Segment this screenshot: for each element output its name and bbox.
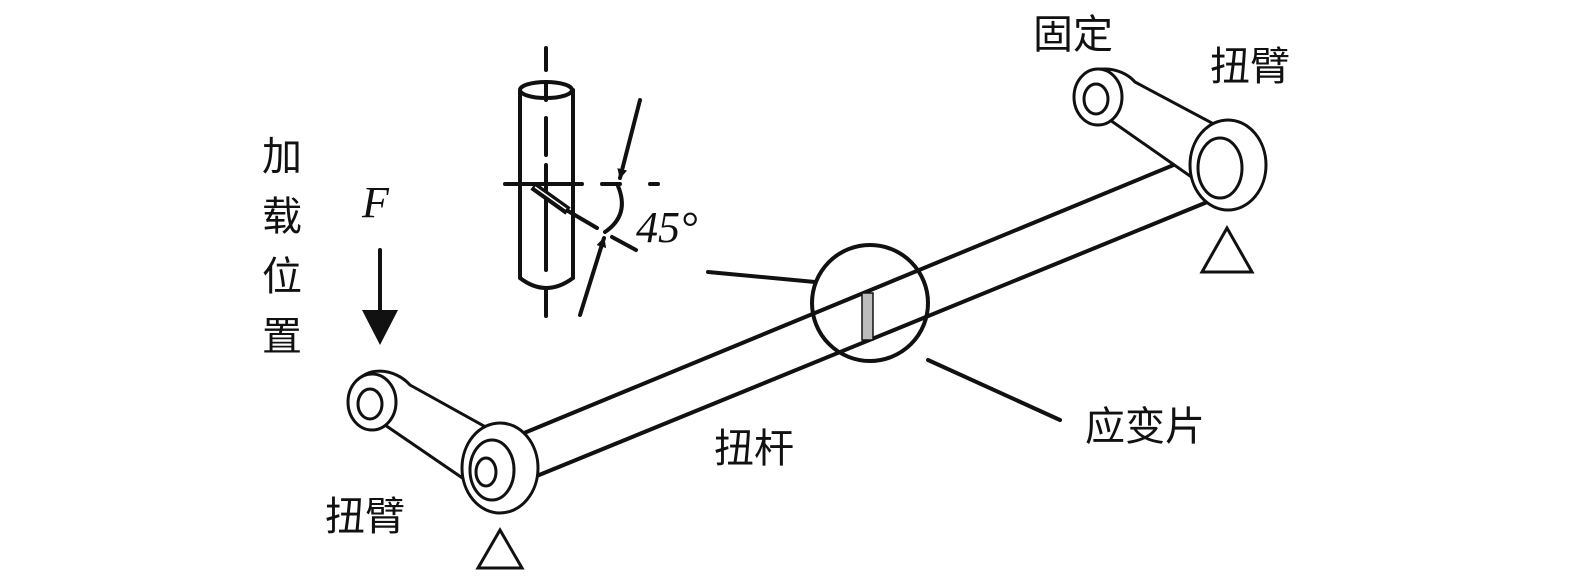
left-support-triangle	[475, 527, 525, 570]
label-strain-gauge: 应变片	[1085, 404, 1205, 450]
label-load-position-2: 载	[262, 194, 302, 240]
label-arm-left: 扭臂	[325, 494, 405, 540]
force-arrow	[362, 248, 398, 345]
label-load-position-1: 加	[262, 134, 302, 180]
strain-gauge	[861, 292, 874, 341]
leader-line-gauge	[926, 358, 1062, 422]
label-angle: 45°	[636, 203, 698, 252]
label-load-position-4: 置	[262, 314, 302, 360]
right-torsion-arm	[1072, 67, 1268, 212]
label-fixed: 固定	[1033, 12, 1113, 58]
label-load-position-3: 位	[262, 254, 302, 300]
label-torsion-bar: 扭杆	[714, 426, 794, 472]
gauge-detail-cylinder	[503, 46, 660, 318]
leader-line-detail	[706, 270, 817, 284]
right-support-triangle	[1199, 224, 1255, 274]
left-torsion-arm	[346, 369, 540, 515]
label-arm-right: 扭臂	[1210, 44, 1290, 90]
label-force: F	[361, 178, 390, 227]
detail-circle	[810, 243, 930, 363]
